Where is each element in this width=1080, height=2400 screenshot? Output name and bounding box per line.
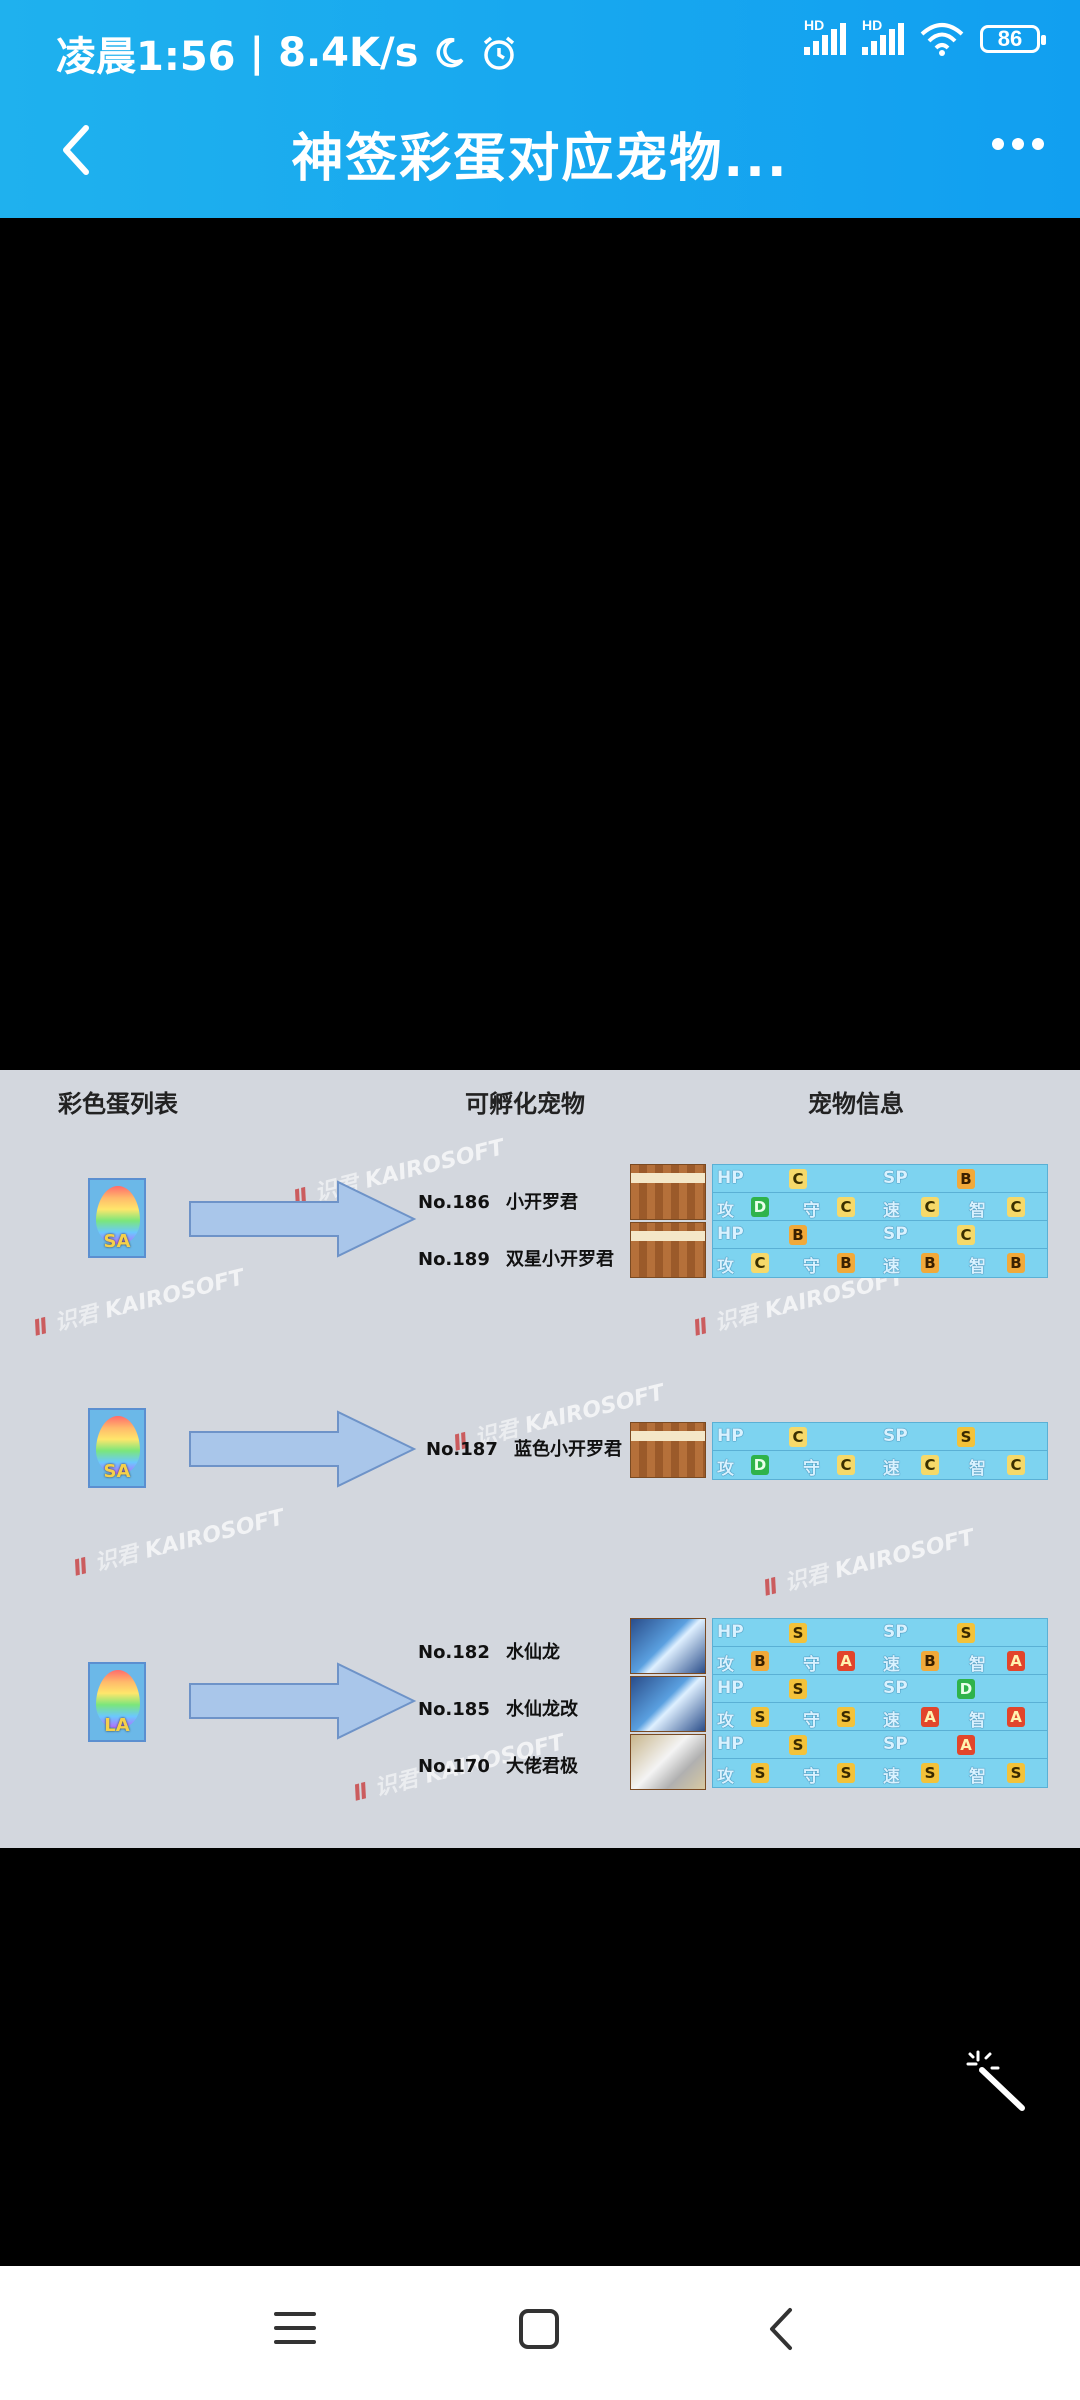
status-time: 凌晨1:56 — [56, 34, 236, 80]
magic-wand-icon[interactable] — [964, 2048, 1028, 2112]
menu-icon[interactable] — [274, 2308, 316, 2348]
arrow-icon — [189, 1662, 417, 1740]
header-info: 宠物信息 — [808, 1090, 904, 1118]
rainbow-egg: LA — [88, 1662, 146, 1742]
status-divider: | — [249, 30, 265, 76]
image-viewer[interactable]: 彩色蛋列表 可孵化宠物 宠物信息 Ⅱ 识君 KAIROSOFT Ⅱ 识君 KAI… — [0, 218, 1080, 2266]
signal-bars-2-icon — [862, 23, 904, 55]
arrow-icon — [189, 1410, 417, 1488]
rainbow-egg: SA — [88, 1408, 146, 1488]
signal-2-label: HD — [862, 17, 883, 33]
watermark: Ⅱ 识君 KAIROSOFT — [70, 1505, 287, 1582]
pet-sprite — [630, 1422, 706, 1478]
pet-sprite — [630, 1222, 706, 1278]
watermark: Ⅱ 识君 KAIROSOFT — [760, 1525, 977, 1602]
top-bar: 凌晨1:56 | 8.4K/s HD HD 86 神签彩蛋对应宠物... — [0, 0, 1080, 218]
pet-sprite — [630, 1618, 706, 1674]
home-icon[interactable] — [518, 2308, 560, 2350]
moon-icon — [436, 37, 464, 68]
signal-1: HD — [804, 17, 846, 55]
pet-sprite — [630, 1676, 706, 1732]
status-icons: HD HD 86 — [804, 17, 1046, 56]
header-pets: 可孵化宠物 — [465, 1090, 585, 1118]
wifi-icon — [920, 23, 964, 56]
status-bar: 凌晨1:56 | 8.4K/s — [56, 24, 518, 82]
signal-2: HD — [862, 17, 904, 55]
guide-image: 彩色蛋列表 可孵化宠物 宠物信息 Ⅱ 识君 KAIROSOFT Ⅱ 识君 KAI… — [0, 1070, 1080, 1848]
battery-level: 86 — [997, 26, 1023, 51]
signal-bars-1-icon — [804, 23, 846, 55]
pet-sprite — [630, 1164, 706, 1220]
header-eggs: 彩色蛋列表 — [58, 1090, 178, 1118]
page-title: 神签彩蛋对应宠物... — [291, 129, 789, 189]
back-arrow-icon[interactable] — [56, 122, 96, 178]
pet-sprite — [630, 1734, 706, 1790]
battery-icon: 86 — [980, 25, 1046, 53]
system-nav-bar — [0, 2266, 1080, 2400]
rainbow-egg: SA — [88, 1178, 146, 1258]
arrow-icon — [189, 1180, 417, 1258]
more-icon[interactable] — [992, 138, 1044, 150]
signal-1-label: HD — [804, 17, 825, 33]
status-net-speed: 8.4K/s — [278, 30, 419, 76]
back-icon[interactable] — [766, 2306, 796, 2352]
nav-bar: 神签彩蛋对应宠物... — [0, 100, 1080, 200]
alarm-icon — [484, 36, 515, 70]
watermark: Ⅱ 识君 KAIROSOFT — [30, 1265, 247, 1342]
